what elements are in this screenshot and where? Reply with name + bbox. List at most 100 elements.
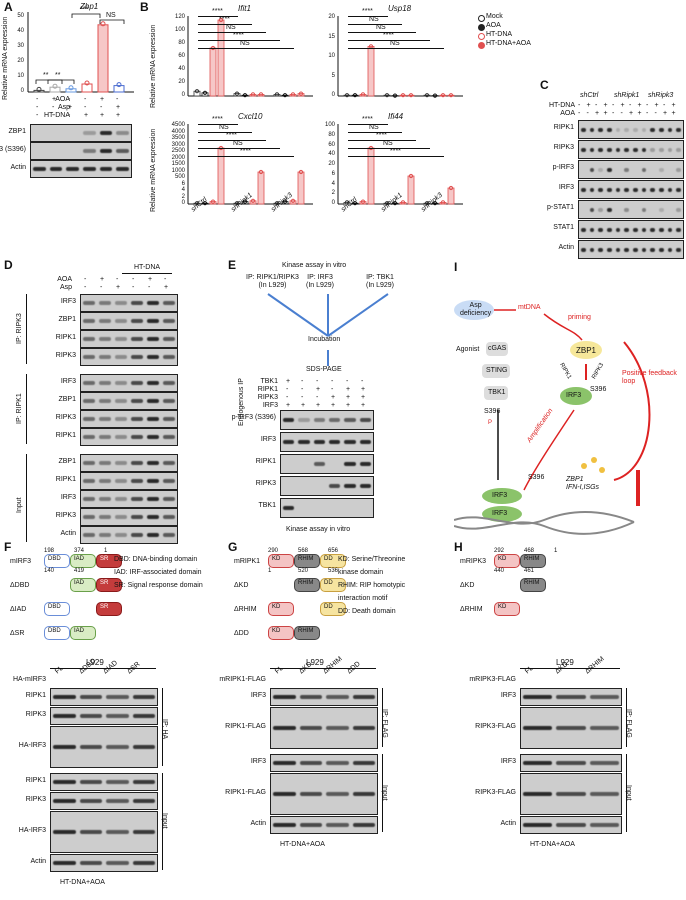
i-irf3: IRF3	[566, 392, 582, 399]
d-cond-0-4: +	[148, 276, 153, 283]
band	[99, 479, 111, 483]
band	[581, 227, 586, 232]
b-bar	[439, 94, 447, 97]
b-ytick: 80	[328, 131, 335, 138]
panelG-num: 520	[298, 568, 309, 574]
band	[581, 247, 586, 252]
band	[598, 247, 603, 252]
i-s396-a: S396	[484, 408, 501, 415]
d-blot	[80, 392, 178, 410]
a-cond-2-1: -	[52, 112, 55, 119]
d-blot	[80, 428, 178, 446]
b-point	[194, 89, 200, 94]
band	[313, 440, 325, 444]
b-legend-dot	[478, 42, 485, 49]
band	[615, 127, 621, 132]
panelF-domain-sr	[96, 602, 122, 616]
b-point	[384, 201, 390, 206]
d-header: HT-DNA	[134, 264, 161, 271]
c-blot-3	[578, 180, 684, 199]
panelH-cell-line	[520, 668, 620, 669]
band	[83, 131, 96, 135]
band	[53, 861, 76, 865]
panelF-cell: L929	[86, 658, 104, 667]
panelG-blot	[270, 773, 378, 815]
c-cond-1-4: -	[612, 110, 615, 117]
i-cgas-box	[486, 342, 508, 356]
band	[676, 127, 681, 132]
a-cond-0-2: -	[68, 96, 71, 103]
e-cond-2-2: -	[316, 394, 319, 401]
a-cond-0-1: +	[52, 96, 57, 103]
band	[556, 823, 586, 827]
b-point	[258, 169, 264, 175]
band	[659, 187, 664, 192]
band	[624, 127, 629, 132]
band	[633, 147, 638, 152]
b-ytick: 6	[181, 180, 185, 187]
b-point	[234, 91, 240, 96]
band	[106, 830, 129, 834]
c-cond-0: HT-DNA	[548, 102, 575, 109]
d-blot	[80, 348, 178, 366]
band	[326, 695, 349, 699]
e-arrows	[267, 293, 389, 366]
panelG-domain-text: KD	[272, 604, 281, 610]
panelG-legend: DD: Death domain	[338, 608, 396, 615]
band	[598, 227, 603, 232]
panelG-blot	[270, 707, 378, 749]
band	[359, 462, 371, 466]
b-bar	[281, 94, 289, 97]
b-bar	[351, 94, 359, 97]
band	[147, 337, 159, 341]
band	[650, 127, 655, 132]
e-blot	[280, 410, 374, 430]
c-cond-1-1: -	[586, 110, 589, 117]
band	[83, 337, 95, 341]
band	[79, 830, 102, 834]
panelH-blot	[520, 773, 622, 815]
b-ytick: 10	[328, 53, 335, 59]
b-bar	[367, 46, 375, 97]
band	[598, 127, 603, 132]
panelF-domain-iad	[70, 626, 96, 640]
panelF-domain-sr	[96, 554, 122, 568]
band	[589, 247, 595, 252]
e-arrow	[327, 293, 389, 337]
band	[83, 533, 95, 537]
band	[344, 440, 356, 444]
panelG-num: 536	[328, 568, 339, 574]
b-bar	[423, 94, 431, 97]
panelG-blot	[270, 816, 378, 834]
band	[79, 745, 102, 749]
band	[147, 461, 159, 465]
a-blot-1	[30, 142, 132, 160]
e-source: IP: IRF3 (In L929)	[306, 274, 335, 289]
i-isg-dot	[591, 457, 597, 463]
b-point	[202, 90, 208, 95]
panelG-legend: kinase domain	[338, 569, 384, 576]
panelF-lane: FL	[54, 664, 65, 676]
d-blot	[80, 410, 178, 428]
c-cond-0-8: -	[646, 102, 649, 109]
band	[659, 247, 664, 252]
band	[163, 435, 175, 439]
b-bar	[273, 202, 281, 205]
a-ytick: 20	[17, 58, 24, 64]
b-point	[290, 198, 296, 203]
panelG-domain-rhim	[294, 554, 320, 568]
e-blot-label: RIPK3	[255, 480, 276, 487]
i-s396-b: S396	[590, 386, 607, 393]
a-sig-text: **	[55, 72, 61, 79]
a-point	[84, 80, 90, 86]
panelH-rowlab: mRIPK3-FLAG	[469, 676, 516, 683]
b-ytick: 2	[181, 193, 185, 200]
i-amp-arrow	[523, 409, 575, 491]
e-cond-0-3: -	[331, 378, 334, 385]
band	[53, 695, 76, 699]
d-blot-label: Actin	[60, 530, 76, 537]
i-irf3-ellipse	[560, 387, 592, 405]
a-ytick: 30	[17, 43, 24, 49]
band	[589, 695, 619, 699]
b-point	[448, 185, 454, 191]
